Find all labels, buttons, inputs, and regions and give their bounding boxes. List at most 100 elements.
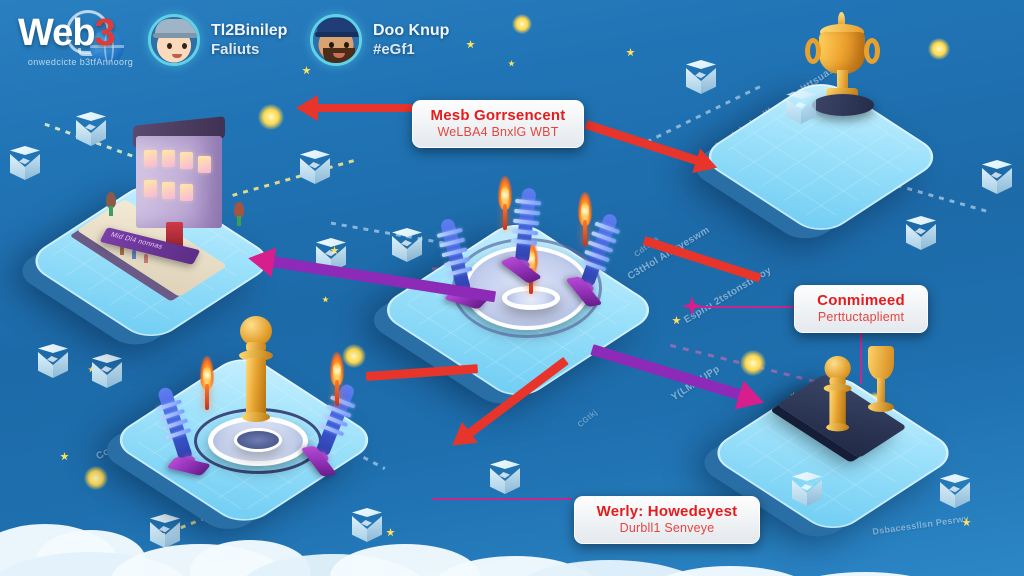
glow-orb: [928, 38, 950, 60]
sparkle: [302, 66, 311, 75]
arrow-red-to-trophy: [584, 120, 722, 180]
sparkle: [466, 40, 475, 49]
island-pawn-arena[interactable]: [106, 316, 396, 530]
sparkle: [386, 528, 395, 537]
brand-word-main: Web: [18, 12, 96, 54]
pawn-shaft: [246, 358, 266, 420]
pawn-neck: [246, 342, 266, 352]
tree: [106, 192, 116, 216]
sparkle: [626, 48, 635, 57]
trophy-knob: [838, 12, 845, 28]
trophy-handle-right: [864, 38, 880, 64]
chip-name: Tl2Binilep: [211, 21, 288, 39]
callout-title: Conmimeed: [817, 292, 905, 309]
gold-trophy[interactable]: [805, 12, 880, 118]
chip-player-2[interactable]: Doo Knup #eGf1: [310, 14, 449, 66]
building-window: [180, 184, 193, 201]
trophy-handle-left: [805, 38, 821, 64]
header-bar: Web3 onwedcicte b3tfAnnoorg Tl2Binilep F…: [0, 0, 1024, 92]
callout-subtitle: WeLBA4 BnxlG WBT: [437, 125, 559, 140]
cloud: [0, 552, 190, 576]
arrow-head: [296, 95, 318, 121]
glow-orb: [258, 104, 284, 130]
pawn-head: [824, 355, 851, 381]
ice-cube: [906, 216, 936, 250]
brand-tagline: onwedcicte b3tfAnnoorg: [27, 57, 134, 67]
gold-goblet[interactable]: [864, 346, 898, 418]
cloud: [238, 554, 428, 576]
cloud: [770, 572, 960, 576]
sparkle: [672, 316, 681, 325]
callout-bottom[interactable]: Werly: Howedeyest Durbll1 Senveye: [574, 496, 760, 545]
glow-orb: [512, 14, 532, 34]
chip-text: Doo Knup #eGf1: [373, 22, 449, 59]
pawn-collar: [239, 350, 273, 361]
island-trophy-gold[interactable]: [695, 12, 966, 239]
island-chess-vault[interactable]: [704, 346, 976, 537]
ice-cube: [300, 150, 330, 184]
arrow-shaft: [584, 120, 700, 166]
avatar-cap-brim-icon: [153, 33, 197, 38]
trophy-cup: [819, 32, 865, 74]
tree: [234, 202, 244, 226]
cloud: [190, 540, 310, 576]
brand-logo[interactable]: Web3 onwedcicte b3tfAnnoorg: [18, 10, 143, 76]
brand-word-accent: 3: [94, 12, 116, 54]
ice-cube: [76, 112, 106, 146]
cloud: [36, 530, 146, 576]
glow-orb: [740, 350, 766, 376]
gold-chess-pawn[interactable]: [815, 355, 858, 432]
sparkle: [962, 518, 971, 527]
building-window: [162, 182, 175, 199]
cloud: [110, 544, 290, 576]
ghost-label-bottom-right: Dsbacessllsn Pesrwy: [871, 513, 970, 537]
goblet-foot: [868, 402, 894, 412]
avatar-cap-brim-icon: [315, 32, 359, 37]
chip-text: Tl2Binilep Faliuts: [211, 22, 287, 59]
player-beard-avatar[interactable]: [310, 14, 362, 66]
goblet-stem: [877, 378, 885, 404]
ice-cube: [786, 90, 816, 124]
building-window: [180, 152, 193, 169]
pawn-neck: [829, 377, 846, 386]
torch-flame: [574, 192, 596, 248]
crowd-figure: [132, 250, 136, 259]
ice-cube: [490, 460, 520, 494]
chip-tag: #eGf1: [373, 40, 415, 58]
avatar-eye: [329, 42, 334, 48]
city-building[interactable]: [133, 116, 228, 246]
goblet-bowl: [868, 346, 894, 380]
chip-player-1[interactable]: Tl2Binilep Faliuts: [148, 14, 287, 66]
island-city[interactable]: Mid Dl4 nonnas: [22, 116, 308, 345]
ice-cube: [792, 472, 822, 506]
callout-top[interactable]: Mesb Gorrsencent WeLBA4 BnxlG WBT: [412, 100, 584, 149]
glow-orb: [342, 344, 366, 368]
pawn-disc: [826, 423, 850, 432]
cloud: [430, 556, 600, 576]
pawn-collar: [823, 383, 852, 393]
callout-title: Mesb Gorrsencent: [430, 107, 566, 124]
island-fountain-hub[interactable]: [373, 176, 668, 404]
sparkle: [508, 60, 515, 67]
cloud: [330, 544, 480, 576]
building-window: [198, 156, 211, 173]
avatar-mouth: [172, 54, 182, 58]
arrow-head: [692, 147, 722, 180]
avatar-eye: [167, 43, 172, 49]
ice-cube: [150, 514, 180, 548]
building-window: [162, 150, 175, 167]
ice-cube: [352, 508, 382, 542]
sparkle: [330, 246, 339, 255]
building-door[interactable]: [166, 222, 183, 246]
gold-pawn[interactable]: [228, 316, 284, 426]
player-cap-avatar[interactable]: [148, 14, 200, 66]
pawn-disc: [242, 412, 270, 422]
cloud: [510, 560, 710, 576]
arena-core: [234, 428, 282, 452]
callout-right[interactable]: Conmimeed Perttuctapliemt: [794, 285, 928, 334]
cloud: [0, 524, 120, 576]
chip-tag: Faliuts: [211, 40, 260, 58]
avatar-eye: [182, 43, 187, 49]
pointer-line-bottom-callout: [432, 498, 572, 500]
